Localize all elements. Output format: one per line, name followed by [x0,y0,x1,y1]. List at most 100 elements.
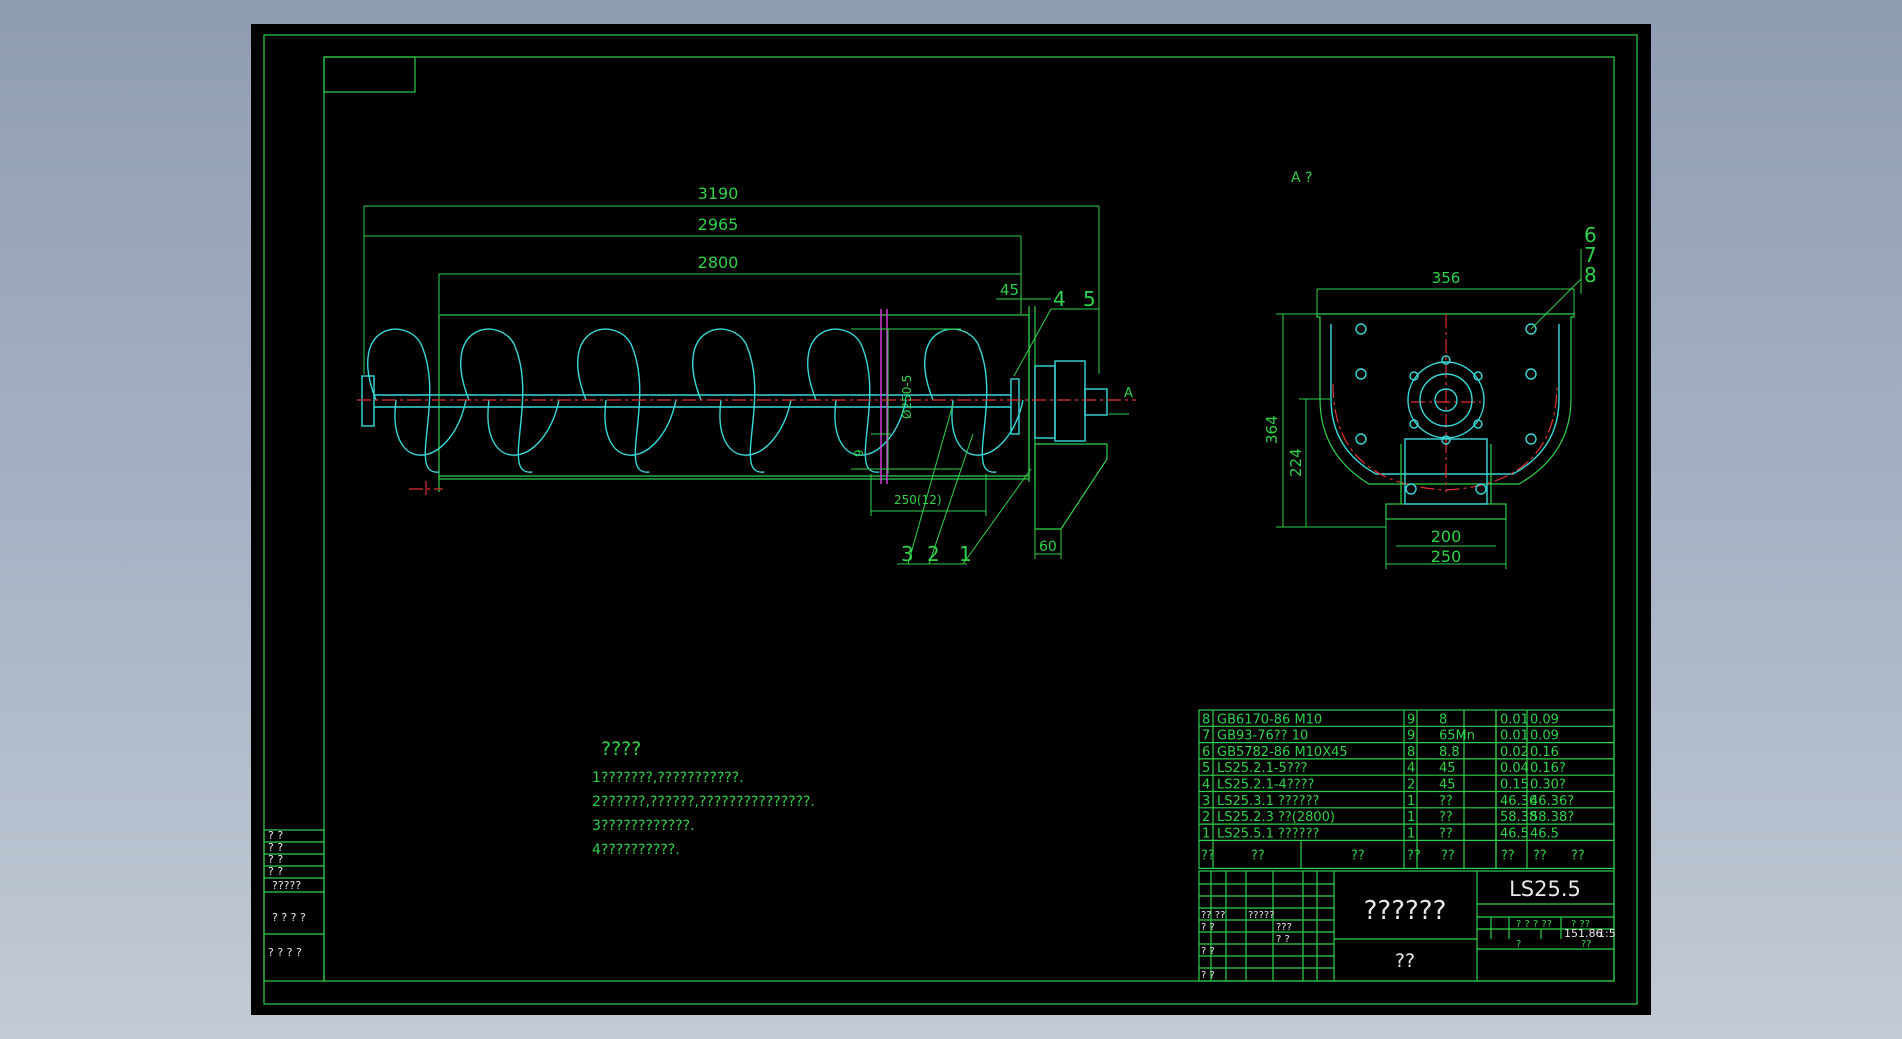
bom-header-cell: ?? [1441,848,1455,863]
bom-cell: 8 [1439,712,1447,727]
bom-cell: LS25.3.1 ?????? [1217,794,1319,809]
bom-cell: 9 [1407,712,1415,727]
bom-cell: 1 [1407,826,1415,841]
dim-224: 224 [1287,448,1305,477]
bom-cell: ?? [1439,826,1453,841]
corner-box [323,56,416,93]
bom-header-cell: ?? [1407,848,1421,863]
note-line-2: 2??????,??????,???????????????. [592,794,815,810]
margin-row-5: ????? [272,879,301,892]
bom-cell: LS25.2.1-4???? [1217,778,1314,793]
bom-cell: 46.36? [1530,794,1574,809]
bom-header-cell: ?? [1571,848,1585,863]
bom-cell: 46.36 [1500,794,1537,809]
note-line-1: 1???????,???????????. [592,770,744,786]
bom-cell: ?? [1439,810,1453,825]
drawing-number: LS25.5 [1509,877,1581,901]
view-label-a: A ? [1291,170,1312,186]
bom-cell: 0.09 [1530,729,1559,744]
dim-2800: 2800 [698,253,739,272]
margin-row-6: ? ? ? ? [272,911,306,924]
dim-250: 250 [1431,547,1462,566]
front-view [357,306,1136,530]
bom-cell: 0.01 [1500,729,1529,744]
part-ref-6: 6 [1584,223,1597,247]
dim-3190: 3190 [698,184,739,203]
bom-cell: 2 [1407,778,1415,793]
bom-cell: 9 [1407,729,1415,744]
part-ref-8: 8 [1584,263,1597,287]
bom-cell: LS25.2.3 ??(2800) [1217,810,1335,825]
sheet-label-2: ?? [1581,939,1592,950]
dim-200: 200 [1431,527,1462,546]
bom-cell: 0.16 [1530,745,1559,760]
margin-row-4: ? ? [268,865,283,878]
dim-250-12: 250(12) [894,493,942,507]
bom-cell: ?? [1439,794,1453,809]
bom-cell: 4 [1407,761,1415,776]
drawing-sheet[interactable]: ? ? ? ? ? ? ? ? ????? ? ? ? ? ? ? ? ? [251,24,1651,1015]
notes-title: ???? [601,738,641,760]
bom-cell: 4 [1202,778,1210,793]
part-ref-1: 1 [959,542,972,566]
part-ref-5: 5 [1083,287,1096,311]
dim-356: 356 [1432,269,1461,287]
bom-cell: 0.09 [1530,712,1559,727]
dim-diameter: Ø250-5 [900,375,914,419]
bom-cell: GB5782-86 M10X45 [1217,745,1348,760]
bom-cell: 45 [1439,761,1456,776]
title-small-label-8: ? ? ? ?? [1516,919,1552,930]
dim-2965: 2965 [698,215,739,234]
part-ref-3: 3 [901,542,914,566]
dim-9: 9 [852,449,866,457]
bom-header-cell: ?? [1533,848,1547,863]
bom-cell: GB6170-86 M10 [1217,712,1322,727]
bom-cell: 8 [1202,712,1210,727]
bom-header-cell: ?? [1351,848,1365,863]
mass-value: 151.86 [1564,927,1603,940]
dim-364: 364 [1263,415,1281,444]
margin-row-7: ? ? ? ? [268,946,302,959]
bom-cell: 0.16? [1530,761,1566,776]
bom-cell: 45 [1439,778,1456,793]
bom-cell: 65Mn [1439,729,1475,744]
margin-row-1: ? ? [268,829,283,842]
part-ref-7: 7 [1584,243,1597,267]
title-small-label-1: ?? ?? [1201,910,1225,921]
title-small-label-7: ? ? [1201,970,1215,981]
bom-cell: 46.5 [1500,826,1529,841]
inner-frame [323,56,1615,982]
title-small-label-2: ????? [1248,910,1275,921]
bom-cell: LS25.2.1-5??? [1217,761,1308,776]
bom-cell: 46.5 [1530,826,1559,841]
sheet-label-1: ? [1516,939,1521,950]
bom-cell: 8 [1407,745,1415,760]
bom-cell: LS25.5.1 ?????? [1217,826,1319,841]
assembly-drawing: ? ? ? ? ? ? ? ? ????? ? ? ? ? ? ? ? ? [263,34,1638,1005]
note-line-3: 3????????????. [592,818,695,834]
front-view-labels: 3190 2965 2800 45 Ø250-5 9 250(12) 60 3 … [698,170,1313,566]
section-marker-a: A [1124,386,1133,401]
title-small-label-3: ??? [1276,922,1292,933]
bom-cell: 5 [1202,761,1210,776]
bom-cell: 0.01 [1500,712,1529,727]
bom-header-cell: ?? [1201,848,1215,863]
bom-cell: 1 [1407,810,1415,825]
technical-notes: ???? 1???????,???????????. 2??????,?????… [592,738,815,858]
dim-45: 45 [1000,281,1019,299]
note-line-4: 4??????????. [592,842,680,858]
bom-cell: GB93-76?? 10 [1217,729,1308,744]
material-cell: ?? [1395,950,1415,972]
bolt-holes [1355,323,1537,495]
part-ref-2: 2 [927,542,940,566]
bom-cell: 0.04 [1500,761,1529,776]
side-view-labels: 356 364 224 200 250 6 7 8 [1263,223,1597,566]
bom-cell: 0.30? [1530,778,1566,793]
side-view [1316,313,1575,520]
bom-cell: 7 [1202,729,1210,744]
bom-header-cell: ?? [1501,848,1515,863]
side-view-dimensions [1276,249,1582,569]
drawing-title: ?????? [1364,896,1447,926]
